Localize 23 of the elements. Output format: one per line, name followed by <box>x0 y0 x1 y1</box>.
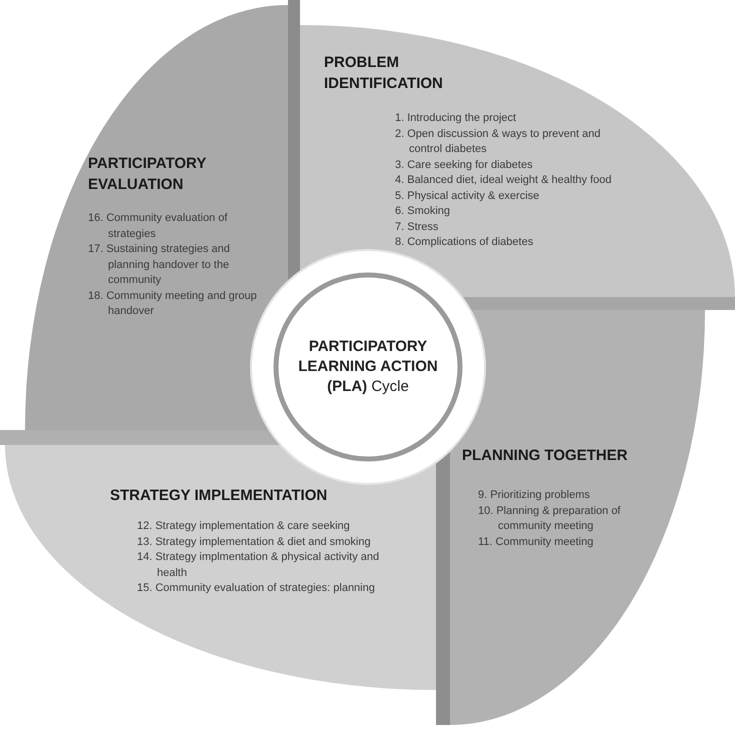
step-item: 4. Balanced diet, ideal weight & healthy food <box>395 173 612 188</box>
step-item: 1. Introducing the project <box>395 111 518 126</box>
step-item: 17. Sustaining strategies and planning handover to the community <box>88 242 231 288</box>
phase-heading: STRATEGY IMPLEMENTATION <box>110 486 328 506</box>
step-item: 14. Strategy implmentation & physical activity and health <box>137 550 380 580</box>
step-item: 8. Complications of diabetes <box>395 235 534 250</box>
step-item: 16. Community evaluation of strategies <box>88 211 228 242</box>
step-item: 12. Strategy implementation & care seeking <box>137 519 351 534</box>
step-item: 6. Smoking <box>395 204 452 219</box>
step-item: 10. Planning & preparation of community meeting <box>478 504 622 534</box>
step-item: 15. Community evaluation of strategies: planning <box>137 581 376 596</box>
step-item: 18. Community meeting and group handover <box>88 288 258 319</box>
step-item: 11. Community meeting <box>478 534 594 550</box>
phase-heading: PARTICIPATORY EVALUATION <box>88 154 208 195</box>
step-item: 9. Prioritizing problems <box>478 488 591 503</box>
phase-heading: PLANNING TOGETHER <box>462 446 629 466</box>
cycle-title: PARTICIPATORY LEARNING ACTION (PLA) Cycle <box>298 337 438 397</box>
phase-heading: PROBLEM IDENTIFICATION <box>324 53 444 94</box>
step-item: 3. Care seeking for diabetes <box>395 158 534 172</box>
step-item: 7. Stress <box>395 220 440 234</box>
step-item: 13. Strategy implementation & diet and smoking <box>137 534 372 550</box>
step-item: 5. Physical activity & exercise <box>395 188 540 204</box>
step-item: 2. Open discussion & ways to prevent and control diabetes <box>395 126 602 157</box>
